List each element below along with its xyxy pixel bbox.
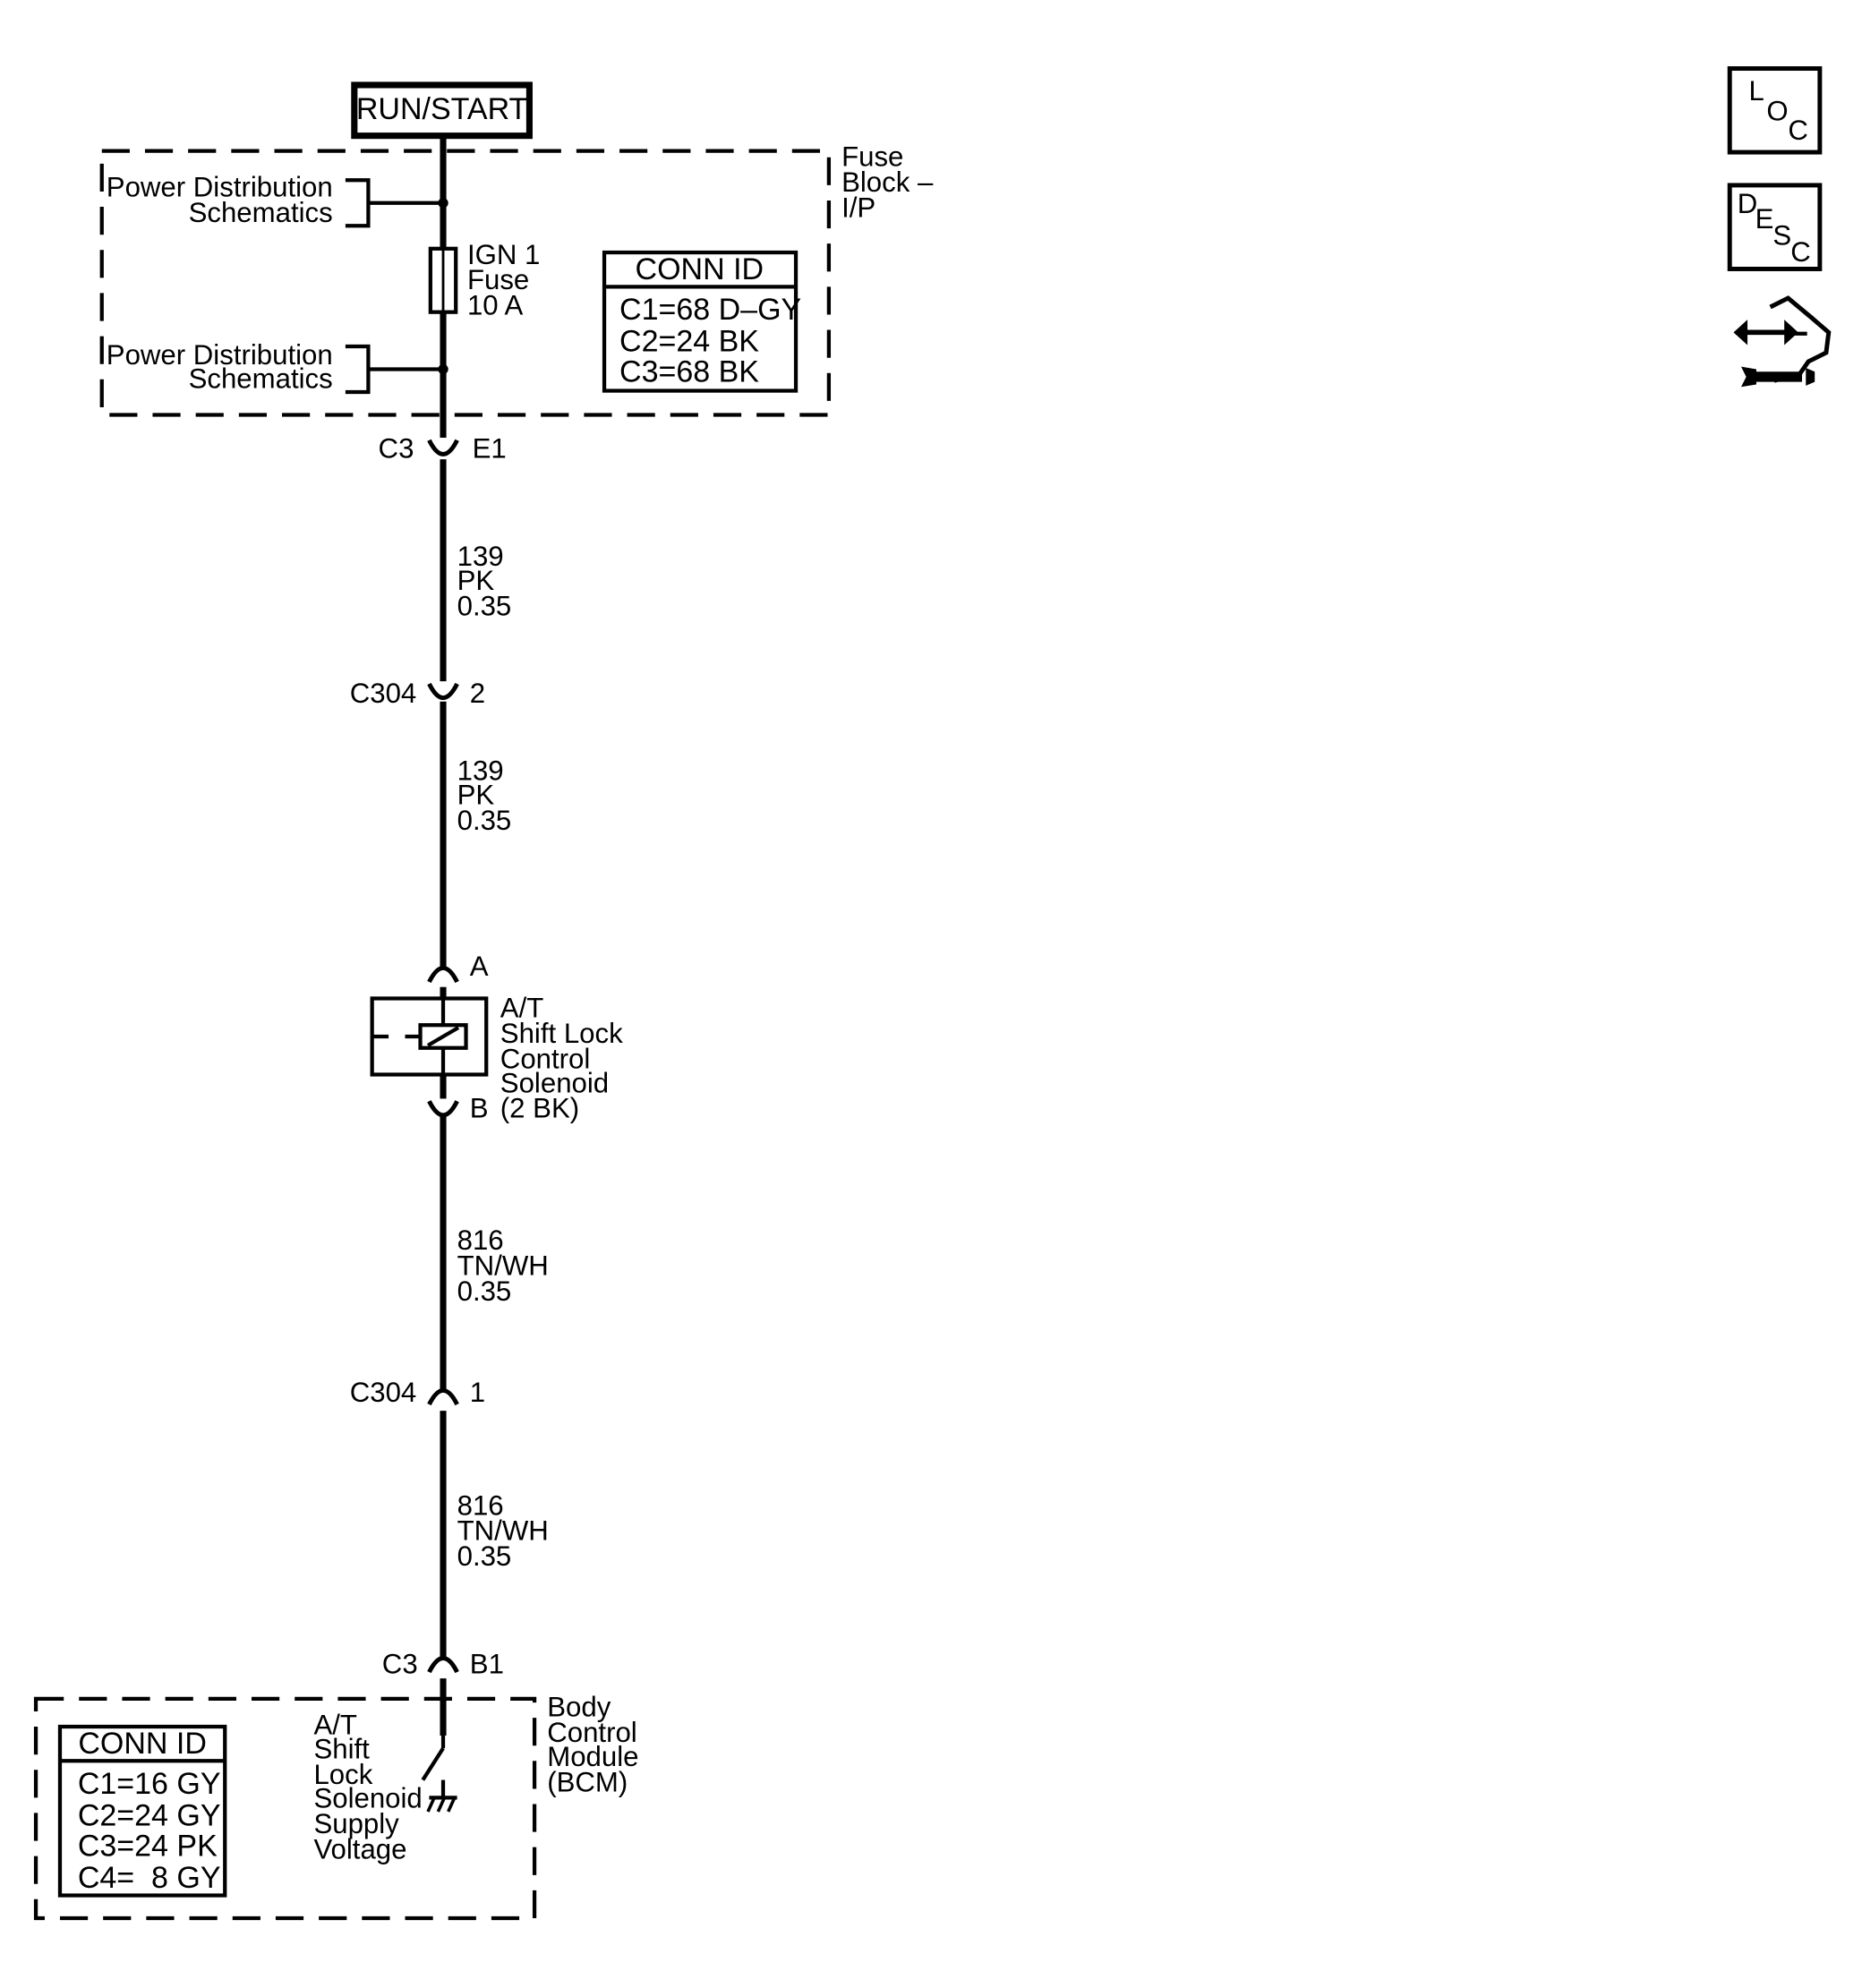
bcm-switch-label: A/T Shift Lock Solenoid Supply Voltage: [313, 1710, 422, 1865]
svg-text:Shift Lock: Shift Lock: [500, 1018, 623, 1049]
svg-text:CONN ID: CONN ID: [636, 252, 764, 286]
fuse-block-boundary: [99, 149, 832, 417]
svg-text:C1=68 D–GY: C1=68 D–GY: [619, 293, 801, 327]
svg-text:A: A: [470, 951, 489, 982]
svg-text:0.35: 0.35: [457, 1540, 512, 1572]
svg-text:Control: Control: [547, 1717, 637, 1748]
svg-text:816: 816: [457, 1489, 504, 1521]
bcm-switch-to-ground: [421, 1735, 457, 1813]
svg-text:L: L: [1748, 75, 1764, 107]
solenoid-pin-b: B: [427, 1093, 489, 1124]
svg-text:TN/WH: TN/WH: [457, 1515, 549, 1547]
svg-text:Body: Body: [547, 1692, 611, 1723]
svg-text:IGN 1: IGN 1: [467, 239, 540, 270]
svg-text:D: D: [1738, 188, 1758, 219]
svg-text:O: O: [1766, 96, 1788, 127]
bcm-name: Body Control Module (BCM): [547, 1692, 638, 1798]
svg-text:10 A: 10 A: [467, 290, 524, 321]
svg-text:Module: Module: [547, 1741, 638, 1772]
svg-text:139: 139: [457, 541, 504, 572]
svg-text:C3=24 PK: C3=24 PK: [78, 1830, 218, 1864]
run-start-label: RUN/START: [351, 81, 533, 140]
svg-text:C304: C304: [350, 1377, 417, 1408]
power-distribution-ref-top: Power Distribution Schematics: [107, 172, 448, 228]
svg-text:B: B: [470, 1093, 489, 1124]
fuse-block-name: Fuse Block – I/P: [841, 141, 934, 224]
svg-text:Supply: Supply: [313, 1808, 399, 1839]
fuse-block-conn-id-table: CONN ID C1=68 D–GY C2=24 BK C3=68 BK: [602, 250, 801, 393]
svg-text:Fuse: Fuse: [467, 264, 529, 295]
svg-text:C3: C3: [379, 433, 414, 465]
svg-text:0.35: 0.35: [457, 805, 512, 836]
svg-text:A/T: A/T: [313, 1710, 357, 1741]
svg-text:Control: Control: [500, 1043, 591, 1074]
svg-text:Power Distribution: Power Distribution: [107, 172, 333, 203]
svg-text:C1=16 GY: C1=16 GY: [78, 1767, 221, 1801]
svg-text:(2 BK): (2 BK): [500, 1093, 579, 1124]
svg-text:C3=68 BK: C3=68 BK: [619, 355, 759, 389]
svg-text:0.35: 0.35: [457, 590, 512, 621]
svg-text:C2=24 GY: C2=24 GY: [78, 1799, 221, 1833]
wire-label-3: 816 TN/WH 0.35: [457, 1224, 549, 1307]
connector-wrench-icon[interactable]: [1733, 295, 1832, 388]
svg-text:B1: B1: [470, 1648, 504, 1679]
wire-label-2: 139 PK 0.35: [457, 755, 512, 836]
shift-lock-solenoid-symbol: [370, 996, 489, 1077]
wire-label-1: 139 PK 0.35: [457, 541, 512, 621]
svg-text:E1: E1: [473, 433, 507, 465]
loc-icon[interactable]: L O C: [1727, 66, 1823, 155]
svg-text:Block –: Block –: [841, 166, 934, 198]
svg-text:C: C: [1788, 115, 1808, 146]
svg-text:Lock: Lock: [313, 1759, 372, 1790]
connector-c3-e1: C3 E1: [379, 433, 507, 465]
svg-text:C2=24 BK: C2=24 BK: [619, 325, 759, 359]
svg-text:0.35: 0.35: [457, 1276, 512, 1307]
svg-text:139: 139: [457, 755, 504, 787]
svg-text:I/P: I/P: [841, 192, 875, 223]
svg-text:Schematics: Schematics: [189, 363, 333, 395]
svg-text:PK: PK: [457, 565, 495, 596]
svg-text:2: 2: [470, 678, 485, 709]
svg-text:TN/WH: TN/WH: [457, 1250, 549, 1281]
svg-text:A/T: A/T: [500, 993, 544, 1024]
svg-text:C4= 8 GY: C4= 8 GY: [78, 1861, 221, 1895]
svg-text:S: S: [1772, 220, 1791, 252]
svg-text:E: E: [1755, 203, 1774, 235]
svg-text:(BCM): (BCM): [547, 1766, 628, 1797]
power-distribution-ref-bottom: Power Distribution Schematics: [107, 339, 448, 395]
svg-text:PK: PK: [457, 780, 495, 811]
svg-text:Voltage: Voltage: [313, 1833, 406, 1864]
svg-text:RUN/START: RUN/START: [356, 92, 527, 126]
svg-text:C3: C3: [382, 1648, 418, 1679]
svg-text:816: 816: [457, 1224, 504, 1256]
svg-text:CONN ID: CONN ID: [78, 1727, 207, 1761]
connector-c304-2: C304 2: [350, 678, 485, 709]
shift-lock-solenoid-label: A/T Shift Lock Control Solenoid (2 BK): [500, 993, 623, 1124]
ign1-fuse-symbol: [428, 246, 458, 314]
svg-text:1: 1: [470, 1377, 485, 1408]
svg-text:Fuse: Fuse: [841, 141, 903, 173]
svg-text:Power Distribution: Power Distribution: [107, 339, 333, 371]
ign1-fuse-label: IGN 1 Fuse 10 A: [467, 239, 540, 321]
desc-icon[interactable]: D E S C: [1727, 183, 1823, 271]
bcm-conn-id-table: CONN ID C1=16 GY C2=24 GY C3=24 PK C4= 8…: [57, 1724, 227, 1898]
wire-label-4: 816 TN/WH 0.35: [457, 1489, 549, 1572]
svg-text:Schematics: Schematics: [189, 197, 333, 228]
connector-c3-b1: C3 B1: [382, 1648, 504, 1679]
svg-text:Shift: Shift: [313, 1733, 370, 1764]
svg-text:Solenoid: Solenoid: [500, 1067, 609, 1098]
svg-text:Solenoid: Solenoid: [313, 1783, 422, 1814]
bcm-boundary: [33, 1696, 537, 1921]
solenoid-pin-a: A: [427, 951, 489, 984]
connector-c304-1: C304 1: [350, 1377, 485, 1408]
svg-text:C304: C304: [350, 678, 417, 709]
svg-text:C: C: [1790, 236, 1811, 268]
